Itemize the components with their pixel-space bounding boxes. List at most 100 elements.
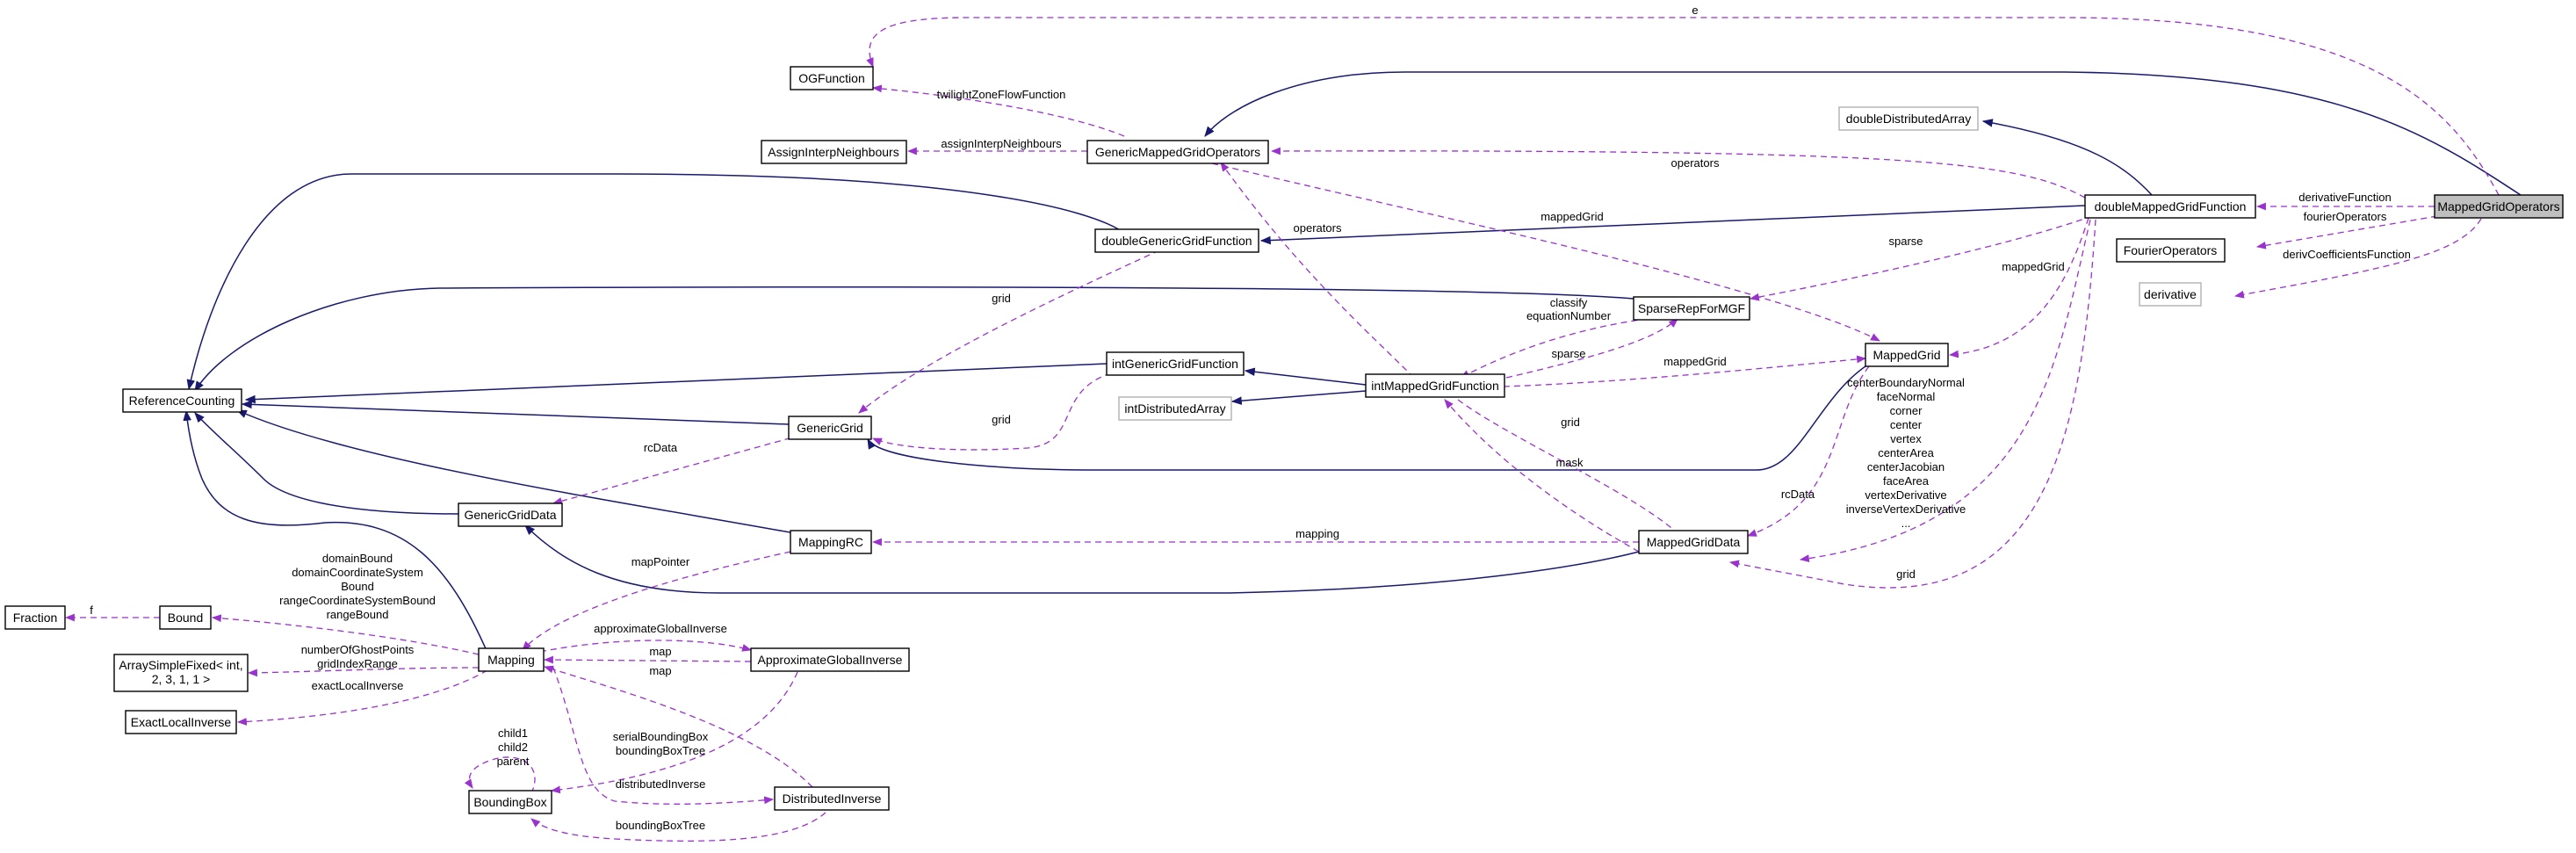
- node-derivative[interactable]: derivative: [2139, 282, 2202, 307]
- node-reference-counting[interactable]: ReferenceCounting: [122, 388, 242, 413]
- edge-bound: [211, 614, 480, 655]
- node-label: ReferenceCounting: [129, 394, 235, 408]
- edge-bbox-tree: [530, 812, 826, 842]
- node-label: DistributedInverse: [783, 792, 882, 806]
- label-bound-list-4: rangeBound: [327, 608, 389, 621]
- node-int-generic-grid-function[interactable]: intGenericGridFunction: [1106, 351, 1245, 376]
- node-mapping-rc[interactable]: MappingRC: [790, 530, 872, 554]
- edge-inherit-dmgf-dggf: [1259, 205, 2086, 245]
- edge-ghost-points: [247, 667, 480, 677]
- node-approximate-global-inverse[interactable]: ApproximateGlobalInverse: [750, 647, 910, 672]
- label-bbox-tree-bottom: boundingBoxTree: [616, 819, 705, 832]
- label-mgd-list: centerBoundaryNormal faceNormal corner c…: [1846, 376, 1966, 530]
- edge-inherit-mrc-rc: [235, 409, 796, 534]
- node-label: GenericGrid: [797, 421, 862, 435]
- node-fraction[interactable]: Fraction: [4, 605, 66, 630]
- label-distributed-inverse: distributedInverse: [616, 777, 706, 791]
- label-child-list-0: child1: [498, 726, 528, 740]
- edge-grid-bottom: [1728, 219, 2096, 589]
- label-ghost-points: numberOfGhostPoints: [301, 643, 415, 656]
- nodes: MappedGridOperators doubleMappedGridFunc…: [4, 66, 2564, 814]
- node-mapped-grid[interactable]: MappedGrid: [1865, 343, 1949, 367]
- node-label: MappedGridData: [1647, 535, 1741, 549]
- label-mappedgrid-mid: mappedGrid: [1663, 355, 1727, 368]
- node-exact-local-inverse[interactable]: ExactLocalInverse: [125, 710, 237, 734]
- edge-inherit-imgf-iggf: [1244, 367, 1367, 386]
- node-mapping[interactable]: Mapping: [478, 647, 545, 672]
- label-mgd-list-0: centerBoundaryNormal: [1847, 376, 1965, 389]
- edge-inherit-mg-gg: [867, 362, 1872, 471]
- edge-inherit-ggd-rc: [194, 412, 459, 515]
- label-mgd-list-7: faceArea: [1883, 474, 1930, 488]
- edge-child-loop: [464, 756, 536, 794]
- node-label: intMappedGridFunction: [1371, 379, 1499, 393]
- label-mgd-list-10: ...: [1901, 517, 1911, 530]
- node-label-line-1: ArraySimpleFixed< int,: [119, 658, 242, 672]
- label-mask: mask: [1555, 456, 1584, 469]
- node-fourier-operators[interactable]: FourierOperators: [2116, 238, 2226, 263]
- node-double-mapped-grid-function[interactable]: doubleMappedGridFunction: [2084, 194, 2256, 219]
- node-int-mapped-grid-function[interactable]: intMappedGridFunction: [1365, 373, 1505, 398]
- node-int-distributed-array[interactable]: intDistributedArray: [1118, 396, 1232, 421]
- node-og-function[interactable]: OGFunction: [790, 66, 874, 90]
- edge-sparse-top: [1749, 215, 2093, 301]
- edge-operators-top: [1270, 147, 2086, 199]
- edge-rcdata-left: [552, 429, 822, 505]
- edge-sparse-mid: [1505, 318, 1678, 379]
- label-e: e: [1692, 4, 1698, 17]
- label-f: f: [90, 604, 93, 617]
- node-label: doubleMappedGridFunction: [2095, 199, 2247, 213]
- node-label: GenericGridData: [464, 508, 556, 522]
- label-rcdata-right: rcData: [1781, 488, 1815, 501]
- label-mgd-list-2: corner: [1890, 404, 1923, 417]
- label-bound-list-1: domainCoordinateSystem: [292, 566, 423, 579]
- node-sparse-rep-for-mgf[interactable]: SparseRepForMGF: [1633, 296, 1750, 321]
- node-mapped-grid-operators[interactable]: MappedGridOperators: [2434, 194, 2564, 219]
- node-double-generic-grid-function[interactable]: doubleGenericGridFunction: [1094, 228, 1259, 253]
- node-generic-grid-data[interactable]: GenericGridData: [458, 502, 563, 527]
- node-double-distributed-array[interactable]: doubleDistributedArray: [1838, 106, 1979, 131]
- edge-mask: [1444, 399, 1640, 553]
- label-map-2: map: [649, 664, 671, 677]
- edge-inherit-dggf-rc: [186, 173, 1121, 391]
- label-classify: classify: [1550, 296, 1588, 309]
- label-rcdata-left: rcData: [644, 441, 678, 454]
- label-bound-list-0: domainBound: [322, 552, 393, 565]
- edge-inherit-iggf-rc: [244, 363, 1108, 404]
- node-generic-grid[interactable]: GenericGrid: [788, 416, 872, 440]
- edge-fourier-operators: [2255, 215, 2438, 249]
- node-distributed-inverse[interactable]: DistributedInverse: [774, 786, 890, 811]
- node-label: ExactLocalInverse: [131, 715, 232, 729]
- node-label: BoundingBox: [473, 795, 546, 809]
- node-label: MappedGridOperators: [2437, 199, 2559, 213]
- node-generic-mapped-grid-operators[interactable]: GenericMappedGridOperators: [1086, 140, 1269, 164]
- edge-labels: e twilightZoneFlowFunction assignInterpN…: [90, 4, 2411, 832]
- label-deriv-coeff: derivCoefficientsFunction: [2283, 248, 2411, 261]
- label-grid-bottom: grid: [1896, 567, 1916, 581]
- node-label: doubleDistributedArray: [1846, 112, 1971, 126]
- label-child-list-2: parent: [497, 755, 530, 768]
- edge-mappedgrid-right: [1948, 217, 2089, 358]
- edge-grid-left: [871, 372, 1112, 451]
- label-grid-mid: grid: [1561, 416, 1580, 429]
- node-label: AssignInterpNeighbours: [768, 145, 898, 159]
- node-assign-interp-neighbours[interactable]: AssignInterpNeighbours: [761, 140, 907, 164]
- node-bounding-box[interactable]: BoundingBox: [468, 790, 552, 814]
- node-mapped-grid-data[interactable]: MappedGridData: [1638, 530, 1749, 554]
- label-grid-left: grid: [992, 413, 1011, 426]
- edge-inherit-mapping-rc: [183, 409, 488, 654]
- label-operators-top: operators: [1671, 156, 1720, 170]
- edge-inherit-dmgf-ddarr: [1981, 119, 2153, 196]
- label-mgd-list-1: faceNormal: [1877, 390, 1936, 403]
- node-bound[interactable]: Bound: [159, 605, 212, 630]
- node-label: Fraction: [13, 611, 58, 625]
- node-array-simple-fixed[interactable]: ArraySimpleFixed< int, 2, 3, 1, 1 >: [113, 654, 249, 692]
- label-exact-local: exactLocalInverse: [312, 679, 404, 692]
- dependency-edges: [64, 17, 2500, 842]
- edge-mgd-list: [1799, 219, 2091, 563]
- label-bound-list: domainBound domainCoordinateSystem Bound…: [279, 552, 436, 621]
- edge-map-2: [543, 665, 813, 788]
- label-approx-inverse: approximateGlobalInverse: [594, 622, 727, 635]
- label-mgd-list-9: inverseVertexDerivative: [1846, 502, 1966, 516]
- node-label: ApproximateGlobalInverse: [758, 653, 903, 667]
